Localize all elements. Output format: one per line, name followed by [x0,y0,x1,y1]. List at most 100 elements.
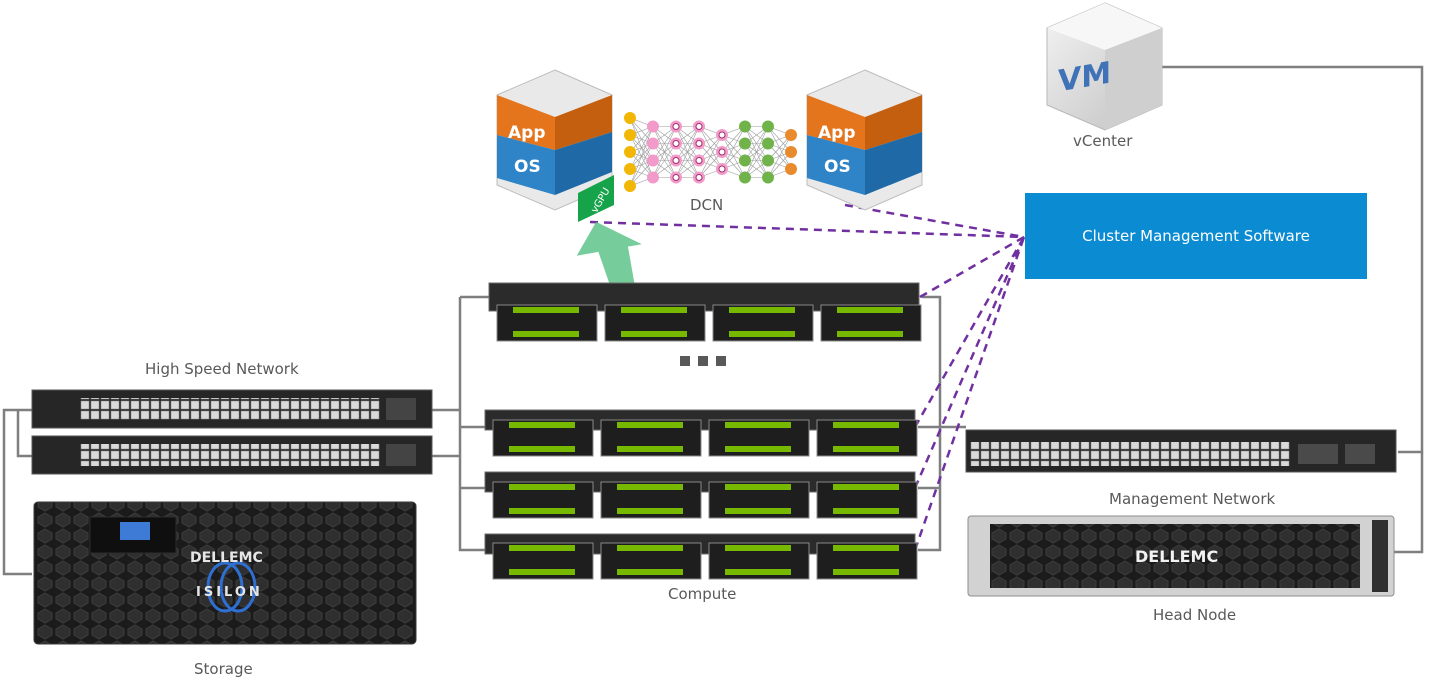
compute-bus-left [458,297,487,552]
nn-node-ring [718,165,726,173]
gpu-stripe [509,422,575,428]
gpu-stripe [617,569,683,575]
gpu-stripe [725,422,791,428]
nn-node-ring [672,140,680,147]
nn-edge [698,134,723,178]
head-node-server-icon [967,515,1395,597]
gpu-stripe [833,508,899,514]
gpu-stripe [837,331,903,337]
nn-node [785,146,797,158]
gpu-stripe [617,508,683,514]
app-right-text: App [818,123,856,143]
nn-edge [744,126,769,161]
nn-node [624,112,636,124]
neural-network-icon [624,112,797,192]
dcn-label: DCN [690,196,724,214]
gpu-stripe [725,484,791,490]
nn-node [647,154,659,167]
cluster-management-software-box[interactable]: Cluster Management Software [1025,193,1367,279]
headnode-dellemc-text: DELLEMC [1135,547,1218,566]
nn-node-ring [672,157,680,164]
isilon-storage-icon [33,501,417,645]
nn-node [739,120,751,133]
gpu-stripe [725,569,791,575]
nn-edge [629,143,654,187]
storage-isilon-text: ISILON [196,585,263,600]
app-os-cube-right-icon [806,69,923,211]
nn-edge [652,126,677,161]
storage-label: Storage [194,660,253,678]
cms-label: Cluster Management Software [1082,227,1310,245]
nn-edge [629,126,654,187]
nn-edge [744,126,769,178]
nn-node-ring [695,123,703,130]
nn-edge [675,126,700,161]
app-left-text: App [508,123,546,143]
gpu-stripe [509,569,575,575]
nn-node-ring [695,157,703,164]
vgpu-chip-icon [578,175,614,222]
management-dashed-links [589,203,1026,551]
vgpu-arrow-icon [576,221,642,300]
gpu-stripe [617,484,683,490]
head-node-label: Head Node [1153,606,1237,624]
nn-node [785,129,797,141]
storage-dellemc-text: DELLEMC [190,550,263,566]
compute-bus-right [918,295,942,552]
gpu-stripe [833,545,899,551]
management-switch-icon [965,429,1397,473]
gpu-stripe [513,331,579,337]
gpu-stripe [509,484,575,490]
gpu-stripe [833,569,899,575]
vcenter-label: vCenter [1073,132,1133,150]
nn-edge [652,126,677,178]
os-right-text: OS [824,157,851,177]
gpu-stripe [725,545,791,551]
nn-node [647,171,659,184]
compute-servers [484,282,922,580]
gpu-stripe [833,484,899,490]
nn-edge [629,126,654,170]
high-speed-switch-2-icon [31,435,433,475]
gpu-stripe [837,307,903,313]
compute-label: Compute [668,585,737,603]
nn-node-ring [718,131,726,139]
gpu-stripe [833,422,899,428]
high-speed-network-label: High Speed Network [145,360,299,378]
nn-node [762,137,774,150]
head-node-link [1392,452,1424,554]
connector-lines [2,65,1424,576]
gpu-stripe [509,508,575,514]
nn-edge [721,126,746,170]
vm-cube-icon [1046,2,1163,131]
gpu-stripe [621,331,687,337]
high-speed-switch-1-icon [31,389,433,429]
nn-node [624,146,636,158]
vcenter-link [1162,65,1424,454]
nn-node [647,120,659,133]
gpu-stripe [509,545,575,551]
gpu-stripe [729,331,795,337]
nn-node [624,163,636,175]
gpu-stripe [617,422,683,428]
gpu-stripe [617,446,683,452]
nn-node [624,129,636,141]
nn-node-ring [718,148,726,156]
gpu-stripe [725,446,791,452]
switch-link-left [16,410,32,458]
more-servers-dots-icon [680,356,726,366]
os-left-text: OS [514,157,541,177]
gpu-stripe [729,307,795,313]
gpu-stripe [725,508,791,514]
nn-node-ring [695,174,703,181]
gpu-stripe [621,307,687,313]
nn-node [762,120,774,133]
nn-node [624,180,636,192]
nn-node [739,137,751,150]
nn-node [785,163,797,175]
nn-node-ring [695,140,703,147]
nn-edge [652,143,677,178]
nn-edge [675,126,700,178]
nn-node [762,171,774,184]
